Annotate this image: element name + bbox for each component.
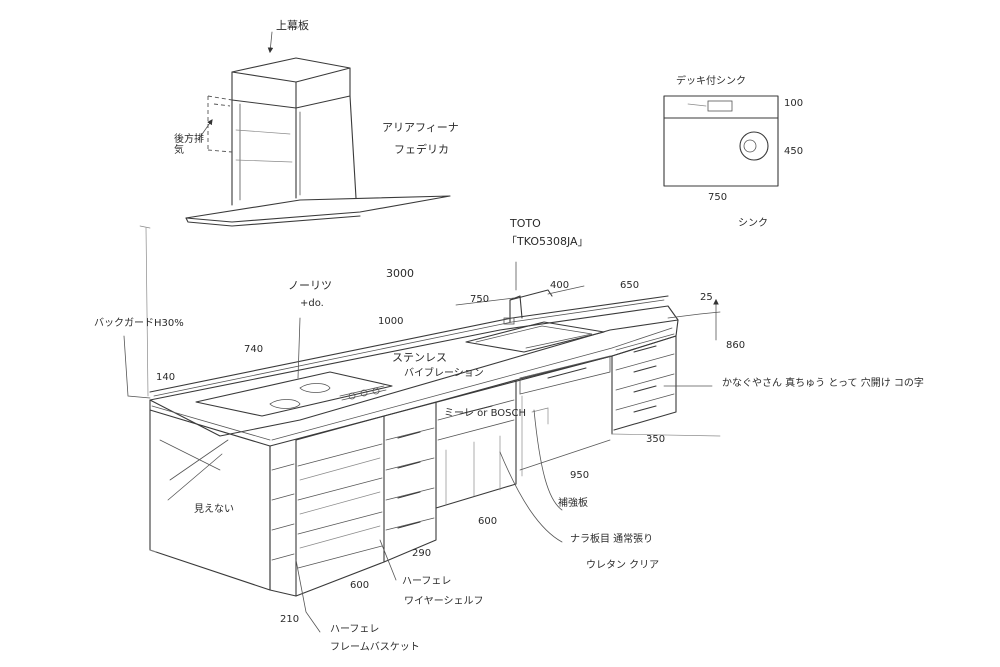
range-hood [185,31,451,227]
label-wire-shelf: ワイヤーシェルフ [404,596,484,607]
label-dim-860: 860 [726,340,746,351]
label-hood-model: アリアフィーナ [382,121,459,134]
label-hob: ノーリツ [288,279,332,292]
label-dim-290: 290 [412,548,432,559]
label-sink-dim-top: 100 [784,98,804,109]
label-dim-600-center: 600 [478,516,498,527]
label-faucet-model: 「TKO5308JA」 [506,235,589,248]
label-wire-shelf-brand: ハーフェレ [402,576,452,587]
label-sink-title: デッキ付シンク [676,76,746,87]
label-sink: シンク [738,218,768,229]
label-dim-1000: 1000 [378,316,404,327]
label-dim-350: 350 [646,434,666,445]
label-urethane: ウレタン クリア [586,560,660,571]
label-dim-750: 750 [470,294,490,305]
label-dim-400: 400 [550,280,570,291]
label-not-visible: 見えない [194,504,234,515]
label-countertop-finish: バイブレーション [404,368,484,379]
label-dim-600-left: 600 [350,580,370,591]
label-hood-top-panel: 上幕板 [276,19,309,32]
label-countertop: ステンレス [392,351,447,364]
label-total-width: 3000 [386,267,414,280]
label-frame-basket: フレームバスケット [330,642,420,653]
label-sink-dim-width: 750 [708,192,728,203]
label-backguard: バックガードH30% [94,318,184,329]
label-wood-finish: ナラ板目 通常張り [570,534,654,545]
label-sink-dim-depth: 450 [784,146,804,157]
label-hood-series: フェデリカ [394,143,449,156]
kitchen-counter [123,225,721,633]
label-dim-650: 650 [620,280,640,291]
label-dim-25: 25 [700,292,713,303]
label-dishwasher: ミーレ or BOSCH [444,408,526,419]
label-dim-140: 140 [156,372,176,383]
label-frame-basket-brand: ハーフェレ [330,624,380,635]
label-hob-size: +do. [300,298,324,309]
label-faucet-brand: TOTO [510,217,541,230]
label-filler-panel: 補強板 [558,498,588,509]
label-end-note: かなぐやさん 真ちゅう とって 穴開け コの字 [722,378,924,389]
label-dim-210: 210 [280,614,300,625]
label-dim-950: 950 [570,470,590,481]
label-dim-740: 740 [244,344,264,355]
label-rear-exhaust: 後方排気 [174,134,204,156]
sink-detail [663,95,779,187]
